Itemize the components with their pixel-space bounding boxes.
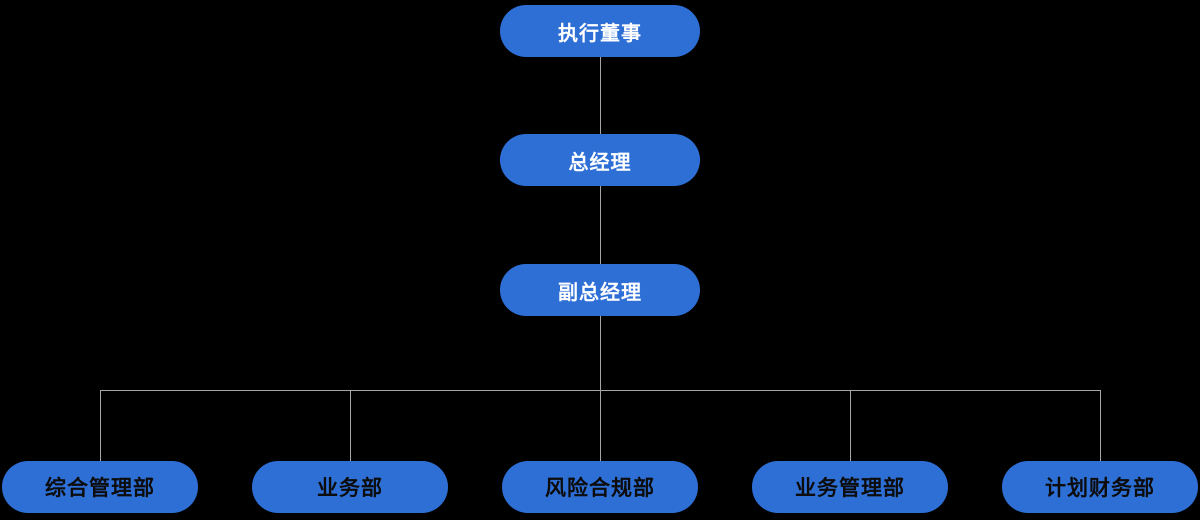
org-node-label: 副总经理 xyxy=(558,281,642,304)
connector-gm-to-deputy xyxy=(600,186,601,264)
connector-crossbar xyxy=(100,390,1101,391)
org-node-deputy-general-manager: 副总经理 xyxy=(500,264,700,316)
connector-drop-planning-finance xyxy=(1100,390,1101,461)
org-node-label: 综合管理部 xyxy=(45,477,155,500)
connector-deputy-to-depts xyxy=(600,316,601,461)
org-node-label: 业务管理部 xyxy=(795,477,905,500)
org-node-dept-planning-finance: 计划财务部 xyxy=(1002,461,1198,513)
org-node-label: 总经理 xyxy=(568,151,632,174)
org-node-label: 风险合规部 xyxy=(545,477,655,500)
connector-drop-business xyxy=(350,390,351,461)
org-node-label: 业务部 xyxy=(317,477,383,500)
org-node-dept-risk-compliance: 风险合规部 xyxy=(502,461,698,513)
org-node-executive-director: 执行董事 xyxy=(500,5,700,57)
connector-exec-to-gm xyxy=(600,57,601,134)
org-node-label: 计划财务部 xyxy=(1045,477,1155,500)
org-node-dept-business: 业务部 xyxy=(252,461,448,513)
org-node-general-manager: 总经理 xyxy=(500,134,700,186)
org-node-label: 执行董事 xyxy=(558,22,642,45)
org-node-dept-business-management: 业务管理部 xyxy=(752,461,948,513)
connector-drop-general-admin xyxy=(100,390,101,461)
org-node-dept-general-admin: 综合管理部 xyxy=(2,461,198,513)
connector-drop-business-management xyxy=(850,390,851,461)
